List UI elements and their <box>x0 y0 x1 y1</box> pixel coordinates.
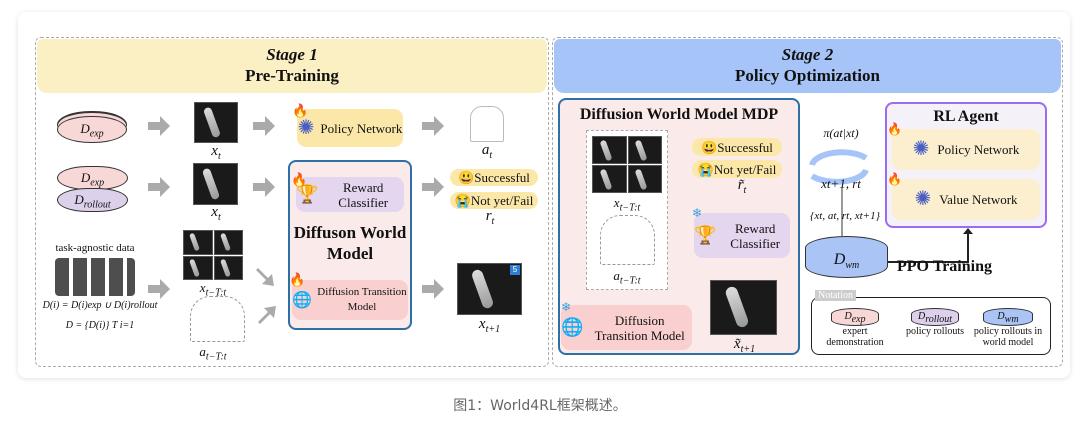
successful-pill: 😃Successful <box>692 138 782 156</box>
notation-box <box>811 297 1051 355</box>
task-agnostic-databases <box>55 258 135 296</box>
flame-icon: 🔥 <box>291 172 308 187</box>
successful-pill: 😃Successful <box>450 169 538 186</box>
d-wm-database: Dwm <box>805 236 888 278</box>
frame-sequence-grid <box>183 230 243 280</box>
neural-network-icon: ✺ <box>297 116 315 139</box>
trophy-icon: 🏆 <box>694 225 717 245</box>
diffusion-transition-model-box: 🌐Diffusion Transition Model <box>561 305 692 350</box>
notation-item-world-model: Dwm policy rollouts in world model <box>967 308 1049 348</box>
stage1-panel <box>35 37 549 367</box>
policy-label: π(at|xt) <box>823 126 859 140</box>
a-seq-label: at−T:t <box>613 268 641 287</box>
notation-title: Notation <box>815 290 856 301</box>
stage2-label: Stage 2 <box>781 45 834 64</box>
x-t-label: xt <box>211 143 221 162</box>
trophy-icon: 🏆 <box>296 184 319 204</box>
frame-sequence-grid <box>592 136 662 193</box>
figure-caption: 图1：World4RL框架概述。 <box>453 398 627 414</box>
robot-action-sequence-icon <box>600 215 655 265</box>
stage2-panel <box>552 37 1063 367</box>
a-t-label: at <box>481 142 493 161</box>
stage2-title: Policy Optimization <box>735 66 880 85</box>
smile-emoji-icon: 😃 <box>458 170 475 185</box>
stage1-label: Stage 1 <box>266 45 318 64</box>
diffusion-globe-icon: 🌐 <box>292 291 312 309</box>
d-exp-stack: Dexp <box>57 166 128 190</box>
x-t-label-2: xt <box>211 204 221 223</box>
r-t-label: rt <box>485 208 495 227</box>
ppo-training-label: PPO Training <box>897 258 992 275</box>
flame-icon: 🔥 <box>887 172 902 186</box>
predicted-observation-image <box>710 280 777 335</box>
robot-arm-action-icon <box>470 106 504 142</box>
transition-tuple-label: {xt, at, rt, xt+1} <box>810 210 880 222</box>
stage1-title: Pre-Training <box>245 66 339 85</box>
world-model-title: Diffuson World Model <box>293 223 407 263</box>
task-agnostic-label: task-agnostic data <box>55 242 135 254</box>
dataset-union-formula: D(i) = D(i)exp ∪ D(i)rollout <box>42 300 158 311</box>
fail-pill: 😭Not yet/Fail <box>450 192 538 209</box>
frame-number-badge: 5 <box>510 265 520 275</box>
reward-classifier-box: 🏆Reward Classifier <box>296 177 404 212</box>
rl-agent-title: RL Agent <box>933 108 999 125</box>
observation-image <box>194 102 238 143</box>
dataset-set-formula: D = {D(i)} T i=1 <box>65 320 135 331</box>
reward-classifier-box: 🏆Reward Classifier <box>694 213 790 258</box>
notation-item-rollout: Drollout policy rollouts <box>905 308 965 337</box>
stage2-header: Stage 2 Policy Optimization <box>554 39 1061 93</box>
x-tilde-label: x̃t+1 <box>733 336 756 355</box>
diffusion-globe-icon: 🌐 <box>561 317 584 337</box>
x-next-label: xt+1 <box>478 316 501 335</box>
crying-emoji-icon: 😭 <box>697 161 714 177</box>
x-seq-label: xt−T:t <box>199 280 227 299</box>
policy-network-box[interactable]: ✺Policy Network <box>892 129 1040 170</box>
crying-emoji-icon: 😭 <box>454 193 471 208</box>
r-tilde-label: r̃t <box>737 177 747 196</box>
neural-network-icon: ✺ <box>912 138 930 160</box>
a-seq-label: at−T:t <box>199 344 227 363</box>
flame-icon: 🔥 <box>292 103 309 118</box>
flame-icon: 🔥 <box>289 272 306 287</box>
mdp-title: Diffusion World Model MDP <box>579 106 779 123</box>
snowflake-icon: ❄ <box>692 206 703 220</box>
policy-network-box: ✺Policy Network <box>297 109 403 147</box>
notation-item-expert: Dexp expert demonstration <box>815 308 895 348</box>
observation-image-2 <box>193 163 238 205</box>
x-seq-label: xt−T:t <box>613 195 641 214</box>
d-exp-database: Dexp <box>57 116 127 143</box>
value-network-box[interactable]: ✺Value Network <box>892 179 1040 220</box>
neural-network-icon: ✺ <box>914 188 932 210</box>
fail-pill: 😭Not yet/Fail <box>692 160 782 178</box>
d-rollout-stack: Drollout <box>57 188 128 212</box>
robot-action-sequence-icon <box>190 296 245 342</box>
feedback-label: xt+1, rt <box>821 176 861 191</box>
diffusion-transition-model-box: 🌐Diffusion Transition Model <box>292 280 408 320</box>
stage1-header: Stage 1 Pre-Training <box>37 39 547 93</box>
smile-emoji-icon: 😃 <box>701 139 718 155</box>
snowflake-icon: ❄ <box>561 300 572 314</box>
flame-icon: 🔥 <box>887 122 902 136</box>
